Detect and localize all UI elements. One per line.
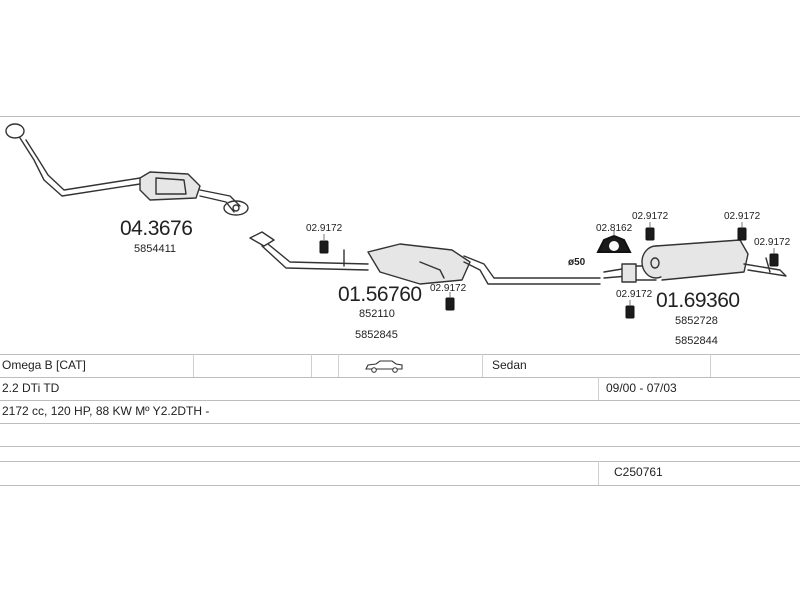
catalog-code: C250761 [614, 465, 663, 479]
sedan-car-icon [365, 360, 403, 373]
engine-spec: 2172 cc, 120 HP, 88 KW Mº Y2.2DTH - [2, 404, 210, 418]
mid-silencer-number: 01.56760 [338, 283, 422, 306]
mid-silencer-ref1: 852110 [359, 308, 395, 320]
hanger-label-mid-bottom: 02.9172 [430, 283, 467, 294]
rear-silencer-number: 01.69360 [656, 289, 740, 312]
hanger-label-rear-bottom: 02.9172 [616, 289, 653, 300]
hanger-label-rear-b: 02.9172 [632, 211, 669, 222]
hanger-label-rear-c: 02.9172 [724, 211, 761, 222]
hanger-icon-rear-c [737, 227, 747, 241]
hanger-icon-rear-b [645, 227, 655, 241]
hanger-icon-mid-top [319, 240, 329, 254]
production-dates: 09/00 - 07/03 [606, 381, 677, 395]
vehicle-model: Omega B [CAT] [2, 358, 86, 372]
hanger-label-mid-top: 02.9172 [306, 223, 343, 234]
hanger-icon-rear-a [596, 234, 632, 253]
mid-silencer-part [249, 231, 601, 285]
mid-silencer-ref2: 5852845 [355, 329, 398, 341]
pipe-diameter: ø50 [568, 257, 586, 268]
hanger-icon-rear-bottom [625, 305, 635, 319]
front-cat-number: 04.3676 [120, 217, 193, 240]
hanger-icon-mid-bottom [445, 297, 455, 311]
front-flange-icon [5, 123, 25, 139]
hanger-label-rear-d: 02.9172 [754, 237, 791, 248]
engine: 2.2 DTi TD [2, 381, 60, 395]
mid-flange-icon [249, 231, 275, 247]
front-catalyst-part [5, 123, 249, 216]
rear-silencer-part [603, 239, 787, 283]
body-type: Sedan [492, 358, 527, 372]
rear-silencer-ref2: 5852844 [675, 335, 718, 347]
front-cat-ref: 5854411 [134, 243, 177, 255]
rear-flange-icon [223, 200, 249, 216]
rear-silencer-ref1: 5852728 [675, 315, 718, 327]
hanger-icon-rear-d [769, 253, 779, 267]
top-border [0, 116, 800, 117]
hanger-label-rear-a: 02.8162 [596, 223, 633, 234]
